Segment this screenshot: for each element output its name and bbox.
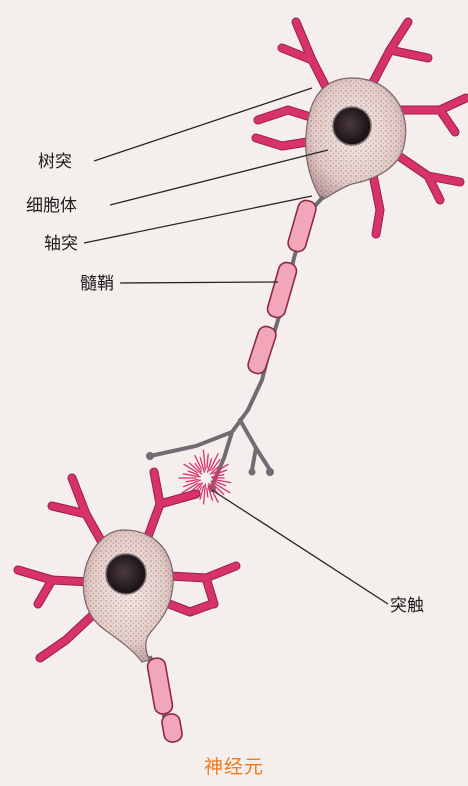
upper-cell-body: [306, 78, 406, 200]
upper-nucleus: [333, 107, 371, 145]
myelin-segment-3: [246, 324, 278, 375]
leader-synapse: [212, 490, 388, 604]
leader-dendrite: [94, 88, 312, 161]
lower-axon: [146, 656, 183, 743]
lower-nucleus: [106, 554, 146, 594]
synapse-ray: [207, 454, 208, 468]
label-myelin-sheath: 髓鞘: [80, 274, 114, 294]
leader-cell-body: [110, 150, 328, 205]
label-dendrite: 树突: [38, 152, 72, 172]
lower-cell-body: [83, 530, 173, 662]
upper-neuron: [256, 22, 466, 234]
label-cell-body: 细胞体: [26, 196, 77, 216]
label-axon: 轴突: [44, 234, 78, 254]
synapse-ray: [207, 488, 208, 497]
synapse-ray: [203, 450, 205, 470]
myelin-sheaths: [246, 199, 318, 376]
label-synapse: 突触: [390, 596, 424, 616]
figure-caption: 神经元: [0, 752, 468, 779]
myelin-segment-1: [286, 199, 318, 254]
myelin-segment-2: [266, 261, 299, 320]
lower-neuron: [18, 472, 236, 743]
leader-myelin: [120, 282, 278, 283]
axon-segment: [146, 198, 322, 492]
